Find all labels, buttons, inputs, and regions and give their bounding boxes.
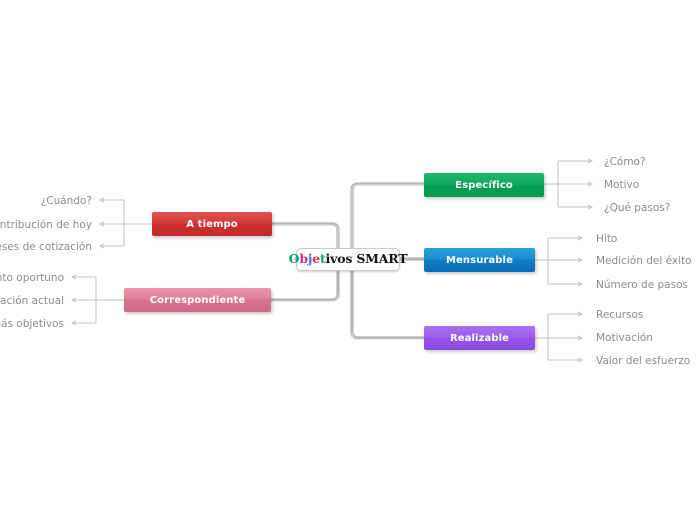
root-title-letter-8: s (345, 251, 353, 267)
leaf-mensurable-3[interactable]: Número de pasos (596, 279, 688, 291)
leaf-mensurable-2[interactable]: Medición del éxito (596, 255, 692, 267)
twigs-atiempo (100, 200, 152, 246)
root-title-letter-12: A (378, 251, 389, 267)
leaf-especifico-3[interactable]: ¿Qué pasos? (604, 202, 671, 214)
leaf-especifico-2[interactable]: Motivo (604, 179, 640, 191)
twigs-correspondiente (72, 277, 124, 323)
leaf-correspondiente-3[interactable]: más objetivos (0, 318, 64, 330)
branch-node-mensurable[interactable]: Mensurable (424, 248, 535, 272)
root-title-letter-3: e (312, 251, 320, 267)
twigs-mensurable (535, 238, 582, 284)
twigs-realizable (535, 314, 582, 360)
leaf-realizable-1[interactable]: Recursos (596, 309, 644, 321)
root-node-label: Objetivos SMART (289, 253, 408, 266)
leaf-a-tiempo-3[interactable]: meses de cotización (0, 241, 92, 253)
branch-node-a-tiempo[interactable]: A tiempo (152, 212, 272, 236)
root-title-letter-11: M (365, 251, 379, 267)
branch-node-correspondiente[interactable]: Correspondiente (124, 288, 271, 312)
root-title-letter-13: R (388, 251, 399, 267)
leaf-a-tiempo-1[interactable]: ¿Cuándo? (40, 195, 92, 207)
root-title-letter-10: S (356, 251, 366, 267)
twigs-especifico (544, 161, 592, 207)
root-title-letter-0: O (288, 251, 300, 267)
branch-node-realizable[interactable]: Realizable (424, 326, 535, 350)
leaf-correspondiente-1[interactable]: ento oportuno (0, 272, 64, 284)
leaf-realizable-3[interactable]: Valor del esfuerzo (596, 355, 691, 367)
leaf-correspondiente-2[interactable]: uación actual (0, 295, 64, 307)
root-title-letter-7: o (337, 251, 346, 267)
leaf-mensurable-1[interactable]: Hito (596, 233, 618, 245)
root-title-letter-1: b (299, 251, 308, 267)
leaf-especifico-1[interactable]: ¿Cómo? (604, 156, 646, 168)
leaf-a-tiempo-2[interactable]: Contribución de hoy (0, 219, 92, 231)
root-title-letter-14: T (398, 251, 408, 267)
branch-node-especifico[interactable]: Específico (424, 173, 544, 197)
root-node[interactable]: Objetivos SMART (289, 248, 408, 271)
leaf-realizable-2[interactable]: Motivación (596, 332, 653, 344)
